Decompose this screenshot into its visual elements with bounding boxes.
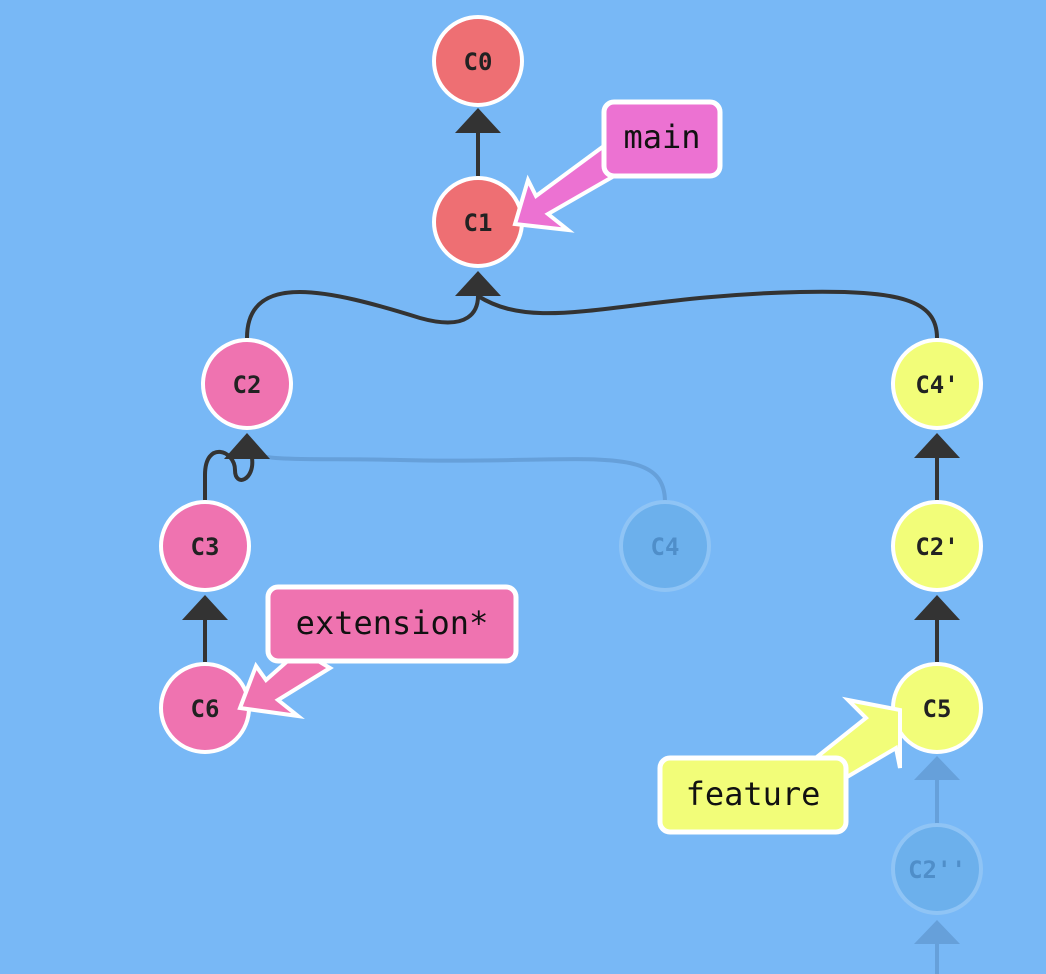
svg-text:feature: feature [686, 775, 821, 813]
svg-text:C2: C2 [233, 371, 262, 399]
arrowhead-c1 [455, 271, 501, 296]
arrowhead-c2pp-ghost [914, 920, 960, 944]
edge-c4p-c1 [476, 289, 939, 339]
commit-c5[interactable]: C5 [891, 662, 983, 754]
svg-text:C6: C6 [191, 695, 220, 723]
svg-text:C2': C2' [915, 533, 958, 561]
commit-c1[interactable]: C1 [432, 176, 524, 268]
branch-feature[interactable]: feature [657, 696, 902, 835]
commit-c2pp-ghost[interactable]: C2'' [891, 823, 983, 915]
branch-extension-arrow [237, 647, 334, 719]
branch-main[interactable]: main [512, 99, 723, 233]
svg-text:C1: C1 [464, 209, 493, 237]
commit-c0[interactable]: C0 [432, 15, 524, 107]
commit-c2[interactable]: C2 [201, 338, 293, 430]
arrowhead-c3 [182, 595, 228, 620]
edge-c4-c2-ghost [248, 450, 667, 503]
branch-feature-box [657, 755, 849, 835]
svg-text:extension*: extension* [296, 604, 489, 642]
svg-text:C2'': C2'' [908, 856, 966, 884]
commit-c3[interactable]: C3 [159, 500, 251, 592]
arrowhead-c0 [455, 108, 501, 133]
edge-c2-c1 [245, 290, 480, 339]
svg-text:C0: C0 [464, 48, 493, 76]
arrowhead-c2p [914, 595, 960, 620]
branch-extension-box [265, 584, 519, 664]
commit-c6[interactable]: C6 [159, 662, 251, 754]
branch-main-box [601, 99, 723, 179]
svg-text:C4': C4' [915, 371, 958, 399]
svg-text:C4: C4 [651, 533, 680, 561]
branch-extension[interactable]: extension* [237, 584, 519, 719]
arrowhead-c5-ghost [914, 756, 960, 780]
arrowhead-c2 [224, 433, 270, 459]
commit-c2-prime[interactable]: C2' [891, 500, 983, 592]
edge-c3-c2 [203, 449, 255, 500]
svg-text:C5: C5 [923, 695, 952, 723]
commit-c4-prime[interactable]: C4' [891, 338, 983, 430]
arrowhead-c4p [914, 433, 960, 458]
svg-text:main: main [623, 118, 700, 156]
svg-text:C3: C3 [191, 533, 220, 561]
commit-c4-ghost[interactable]: C4 [619, 500, 711, 592]
